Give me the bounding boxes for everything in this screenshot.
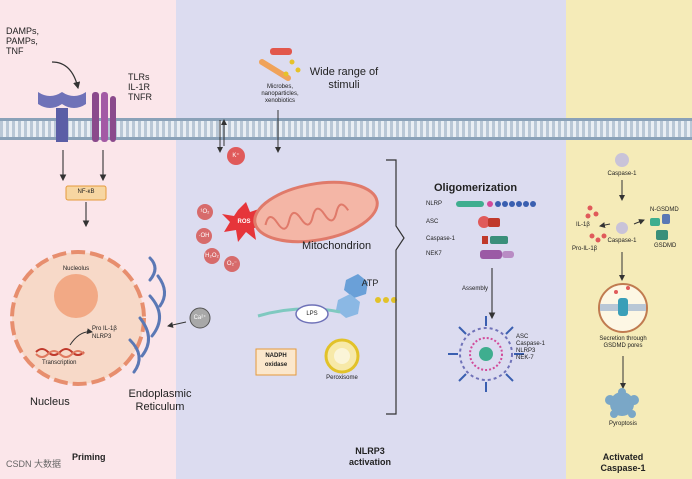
ros-molecule-3 xyxy=(204,248,220,264)
microbe-icon xyxy=(259,48,301,81)
er-label-line2: Reticulum xyxy=(135,401,185,413)
calcium-ion xyxy=(189,307,211,329)
caspase1-top-label: Caspase-1 xyxy=(607,171,637,177)
n-gsdmd-label: N-GSDMD xyxy=(650,207,679,213)
inputs-arrow xyxy=(51,61,81,90)
nek7-component xyxy=(480,250,514,259)
nucleus-label: Nucleus xyxy=(30,396,70,408)
priming-panel xyxy=(0,0,176,479)
stimuli-title-line1: Wide range of xyxy=(309,66,379,78)
il1b-dots xyxy=(585,205,607,243)
secretion-line1: Secretion through xyxy=(599,336,647,342)
priming-title: Priming xyxy=(72,452,106,462)
peroxisome-label: Peroxisome xyxy=(326,375,358,381)
receptor-il1r: IL-1R xyxy=(128,82,151,92)
mitochondrion-shape xyxy=(253,180,379,244)
caspase-title-line2: Caspase-1 xyxy=(600,463,646,473)
secretion-line2: GSDMD pores xyxy=(603,343,643,349)
lps-label: LPS xyxy=(306,311,318,317)
stimuli-source-3: xenobiotics xyxy=(264,98,296,104)
asc-component xyxy=(478,216,500,228)
component-caspase1: Caspase-1 xyxy=(426,236,456,242)
nadph-label-line2: oxidase xyxy=(264,362,288,368)
nucleus-shape xyxy=(10,250,146,386)
pyroptosis-label: Pyroptosis xyxy=(608,421,637,427)
ros-small-3: H₂O₂ xyxy=(205,253,219,259)
pro-il1b-casp-label: Pro-IL-1β xyxy=(572,246,598,252)
pyroptosis-icon xyxy=(605,388,639,418)
il1b-label: IL-1β xyxy=(576,222,590,228)
ros-label: ROS xyxy=(237,219,251,225)
ros-burst-icon xyxy=(222,202,266,242)
oligomerization-label: Oligomerization xyxy=(434,182,518,194)
ros-small-4: O₂⁻ xyxy=(226,261,238,267)
gsdmd-icon xyxy=(650,214,670,240)
complex-caspase1: Caspase-1 xyxy=(516,341,546,347)
activation-bracket xyxy=(386,159,405,415)
ros-small-2: ·OH xyxy=(198,233,210,239)
component-nek7: NEK7 xyxy=(426,251,442,257)
pro-il1b-label: Pro IL-1β xyxy=(92,326,117,332)
activation-title-line2: activation xyxy=(348,457,391,467)
gsdmd-label: GSDMD xyxy=(654,243,677,249)
nlrp-component xyxy=(456,201,536,207)
atp-hexagon xyxy=(344,274,368,298)
nfkb-box xyxy=(65,185,107,201)
inflammasome-complex-icon xyxy=(448,316,524,392)
dna-icon xyxy=(35,348,85,356)
complex-asc: ASC xyxy=(516,334,529,340)
er-label-line1: Endoplasmic xyxy=(128,388,192,400)
nadph-label-line1: NADPH xyxy=(265,353,287,359)
receptor-tnfr: TNFR xyxy=(128,92,152,102)
stimuli-source-2: nanoparticles, xyxy=(261,91,299,97)
nfkb-label: NF-κB xyxy=(77,189,95,195)
complex-nek7: NEK-7 xyxy=(516,355,534,361)
stimuli-source-1: Microbes, xyxy=(266,84,293,90)
component-asc: ASC xyxy=(426,219,439,225)
er-icon xyxy=(128,256,166,374)
ros-small-1: ¹O₂ xyxy=(200,209,210,215)
caspase-title-line1: Activated xyxy=(602,452,644,462)
priming-input-2: PAMPs, xyxy=(6,36,38,46)
caspase1-pacman-icon xyxy=(615,153,629,167)
watermark: CSDN 大数据 xyxy=(6,459,62,469)
ros-molecule-4 xyxy=(224,256,240,272)
stimuli-title-line2: stimuli xyxy=(328,79,360,91)
tlr-receptor-icon xyxy=(38,92,86,142)
priming-input-3: TNF xyxy=(6,46,24,56)
priming-input-1: DAMPs, xyxy=(6,26,40,36)
nucleolus-shape xyxy=(54,274,98,318)
transcription-label: Transcription xyxy=(42,360,77,366)
lps-oval xyxy=(295,304,329,324)
nadph-oxidase-box xyxy=(255,348,297,376)
receptor-tlrs: TLRs xyxy=(128,72,150,82)
component-nlrp: NLRP xyxy=(426,201,443,207)
calcium-label: Ca²⁺ xyxy=(193,315,207,321)
complex-nlrp3: NLRP3 xyxy=(516,348,536,354)
mitochondrion-label: Mitochondrion xyxy=(302,240,372,252)
il1r-receptor-icon xyxy=(92,92,116,142)
potassium-ion xyxy=(227,147,245,165)
ros-molecule-1 xyxy=(197,204,213,220)
caspase1-component xyxy=(482,236,508,244)
nlrp3-gene-label: NLRP3 xyxy=(92,334,112,340)
cell-membrane xyxy=(0,118,692,140)
ros-molecule-2 xyxy=(196,228,212,244)
atp-label: ATP xyxy=(361,278,379,288)
activation-title-line1: NLRP3 xyxy=(355,446,385,456)
nucleolus-label: Nucleolus xyxy=(62,266,90,272)
caspase1-mid-label: Caspase-1 xyxy=(607,238,637,244)
assembly-label: Assembly xyxy=(462,286,489,292)
potassium-label: K⁺ xyxy=(232,153,240,159)
